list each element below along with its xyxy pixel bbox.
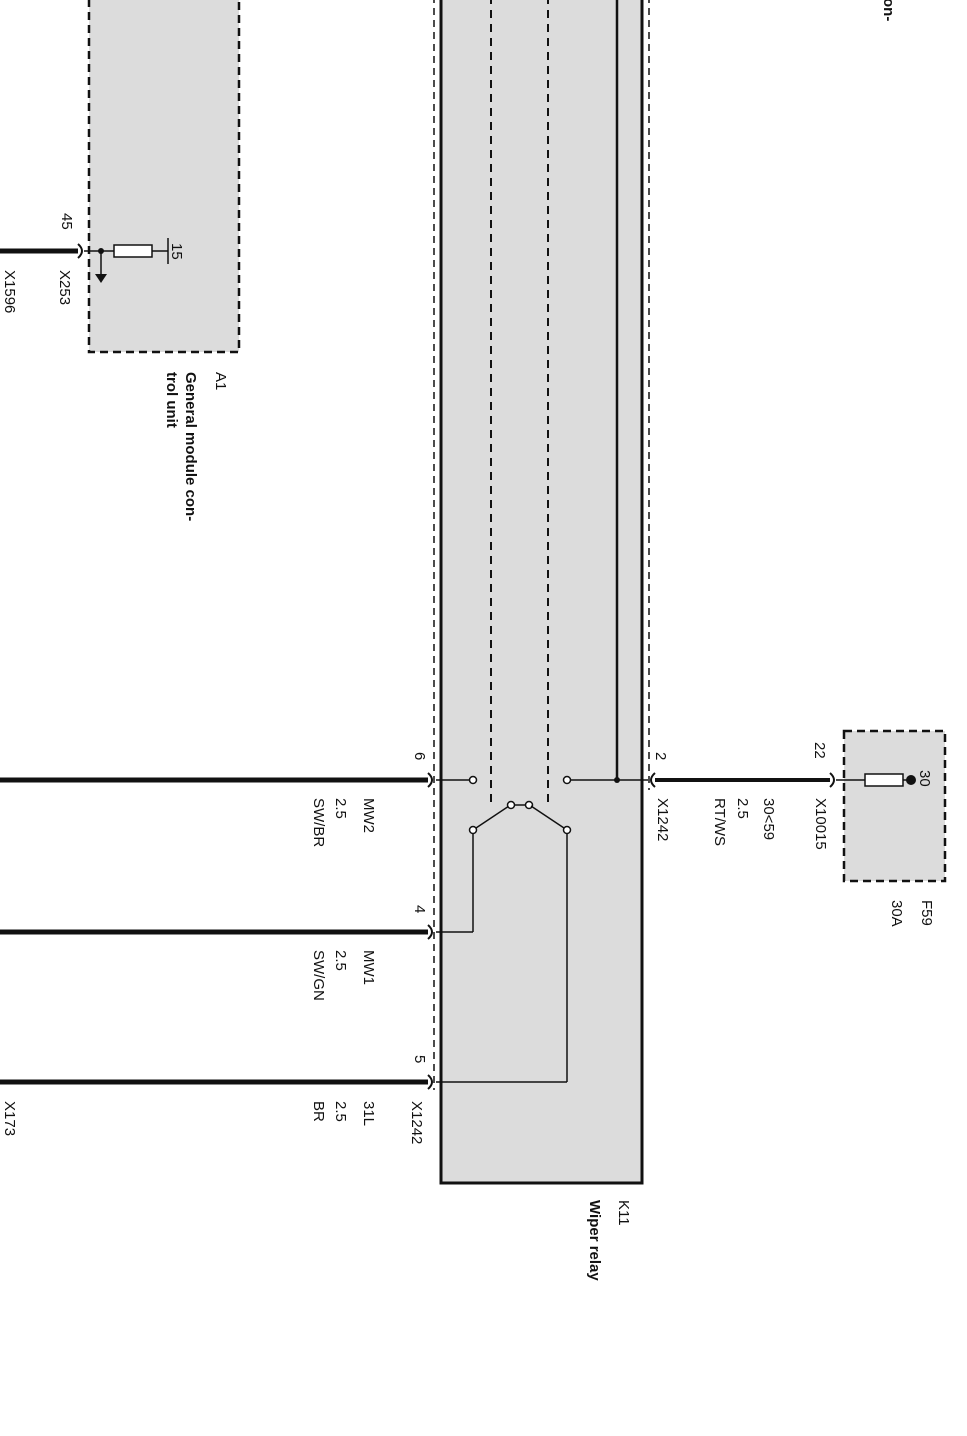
f59-id: F59 bbox=[918, 900, 935, 926]
wire-31l-color: BR bbox=[310, 1101, 327, 1122]
wire-30-59-signal: 30<59 bbox=[760, 798, 777, 840]
k11-pin-2: 2 bbox=[652, 752, 669, 760]
k11-pin4-contact bbox=[468, 825, 478, 835]
k11-pin-4: 4 bbox=[411, 905, 428, 913]
k11-pin6-bracket bbox=[427, 772, 433, 788]
a1-pin-45: 45 bbox=[58, 213, 75, 230]
connector-x1596: X1596 bbox=[1, 270, 18, 313]
f59-fuse-symbol bbox=[864, 773, 904, 787]
wire-mw1-signal: MW1 bbox=[360, 950, 377, 985]
connector-x10015: X10015 bbox=[812, 798, 829, 850]
k11-name: Wiper relay bbox=[586, 1200, 603, 1281]
k11-id: K11 bbox=[615, 1200, 632, 1226]
k11-pin4-bracket bbox=[427, 924, 433, 940]
a1-id: A1 bbox=[212, 372, 229, 390]
k11-relay-body bbox=[439, 0, 644, 1185]
a1-ground-arrow bbox=[95, 274, 107, 283]
f59-rating: 30A bbox=[888, 900, 905, 927]
connector-x1242-bottom: X1242 bbox=[408, 1101, 425, 1144]
k11-switch-blade-1 bbox=[475, 805, 510, 829]
k11-pin-5: 5 bbox=[411, 1055, 428, 1063]
wire-30-59-gauge: 2.5 bbox=[734, 798, 751, 819]
k11-coil-junction bbox=[614, 777, 620, 783]
k11-blade-pivot-2 bbox=[524, 800, 534, 810]
a1-pin-bracket bbox=[77, 243, 83, 259]
f59-fuse-30: 30 bbox=[916, 770, 933, 787]
f59-pin22-bracket bbox=[829, 772, 835, 788]
k11-contact-nc bbox=[468, 775, 478, 785]
a1-fuse-15-label: 15 bbox=[168, 243, 185, 260]
connector-x253: X253 bbox=[56, 270, 73, 305]
k11-contact-no bbox=[562, 775, 572, 785]
wire-30-59-color: RT/WS bbox=[711, 798, 728, 846]
wire-mw2-color: SW/BR bbox=[310, 798, 327, 847]
k11-pin-6: 6 bbox=[411, 752, 428, 760]
f59-fuse-box bbox=[842, 729, 947, 883]
wire-mw2-signal: MW2 bbox=[360, 798, 377, 833]
wire-mw1-gauge: 2.5 bbox=[332, 950, 349, 971]
k11-pin2-bracket bbox=[650, 772, 656, 788]
connector-x173: X173 bbox=[1, 1101, 18, 1136]
wire-mw1-color: SW/GN bbox=[310, 950, 327, 1001]
a1-name-line1: General module con- bbox=[182, 372, 199, 521]
wire-mw2-gauge: 2.5 bbox=[332, 798, 349, 819]
k11-pin5-contact bbox=[562, 825, 572, 835]
k11-switch-blade-2 bbox=[530, 805, 565, 829]
connector-x1242-top: X1242 bbox=[654, 798, 671, 841]
wire-31l-signal: 31L bbox=[360, 1101, 377, 1126]
f59-terminal-dot bbox=[906, 775, 916, 785]
a1-name-line2: trol unit bbox=[163, 372, 180, 428]
a1-module-box bbox=[87, 0, 241, 354]
k11-pin5-bracket bbox=[427, 1074, 433, 1090]
wire-31l-gauge: 2.5 bbox=[332, 1101, 349, 1122]
k11-blade-pivot-1 bbox=[506, 800, 516, 810]
cut-off-label-fragment: on- bbox=[880, 0, 897, 21]
a1-fuse-15-symbol bbox=[113, 244, 153, 258]
f59-pin-22: 22 bbox=[811, 742, 828, 759]
